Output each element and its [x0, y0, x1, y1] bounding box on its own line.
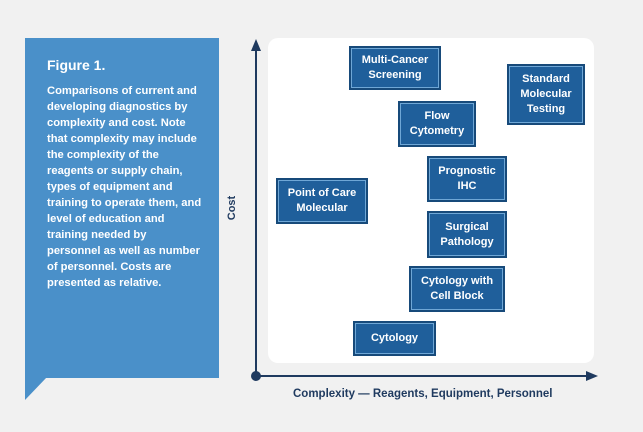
- box-prognostic-ihc: Prognostic IHC: [427, 156, 507, 202]
- y-axis-label: Cost: [226, 195, 238, 221]
- figure-title: Figure 1.: [47, 57, 106, 73]
- x-axis-label: Complexity — Reagents, Equipment, Person…: [293, 388, 553, 400]
- figure-caption-text: Comparisons of current and developing di…: [47, 85, 202, 289]
- box-surgical-pathology: Surgical Pathology: [427, 211, 507, 258]
- y-axis-arrowhead: [251, 39, 261, 51]
- box-point-of-care-molecular: Point of Care Molecular: [276, 178, 368, 224]
- box-cytology-with-cell-block: Cytology with Cell Block: [409, 266, 505, 312]
- box-cytology: Cytology: [353, 321, 436, 356]
- caption-tail-shape: [25, 377, 47, 400]
- axis-origin-dot: [251, 371, 261, 381]
- x-axis-arrowhead: [586, 371, 598, 381]
- box-multi-cancer-screening: Multi-Cancer Screening: [349, 46, 441, 90]
- box-standard-molecular-testing: Standard Molecular Testing: [507, 64, 585, 125]
- box-flow-cytometry: Flow Cytometry: [398, 101, 476, 147]
- figure-caption-card: Figure 1. Comparisons of current and dev…: [25, 38, 219, 378]
